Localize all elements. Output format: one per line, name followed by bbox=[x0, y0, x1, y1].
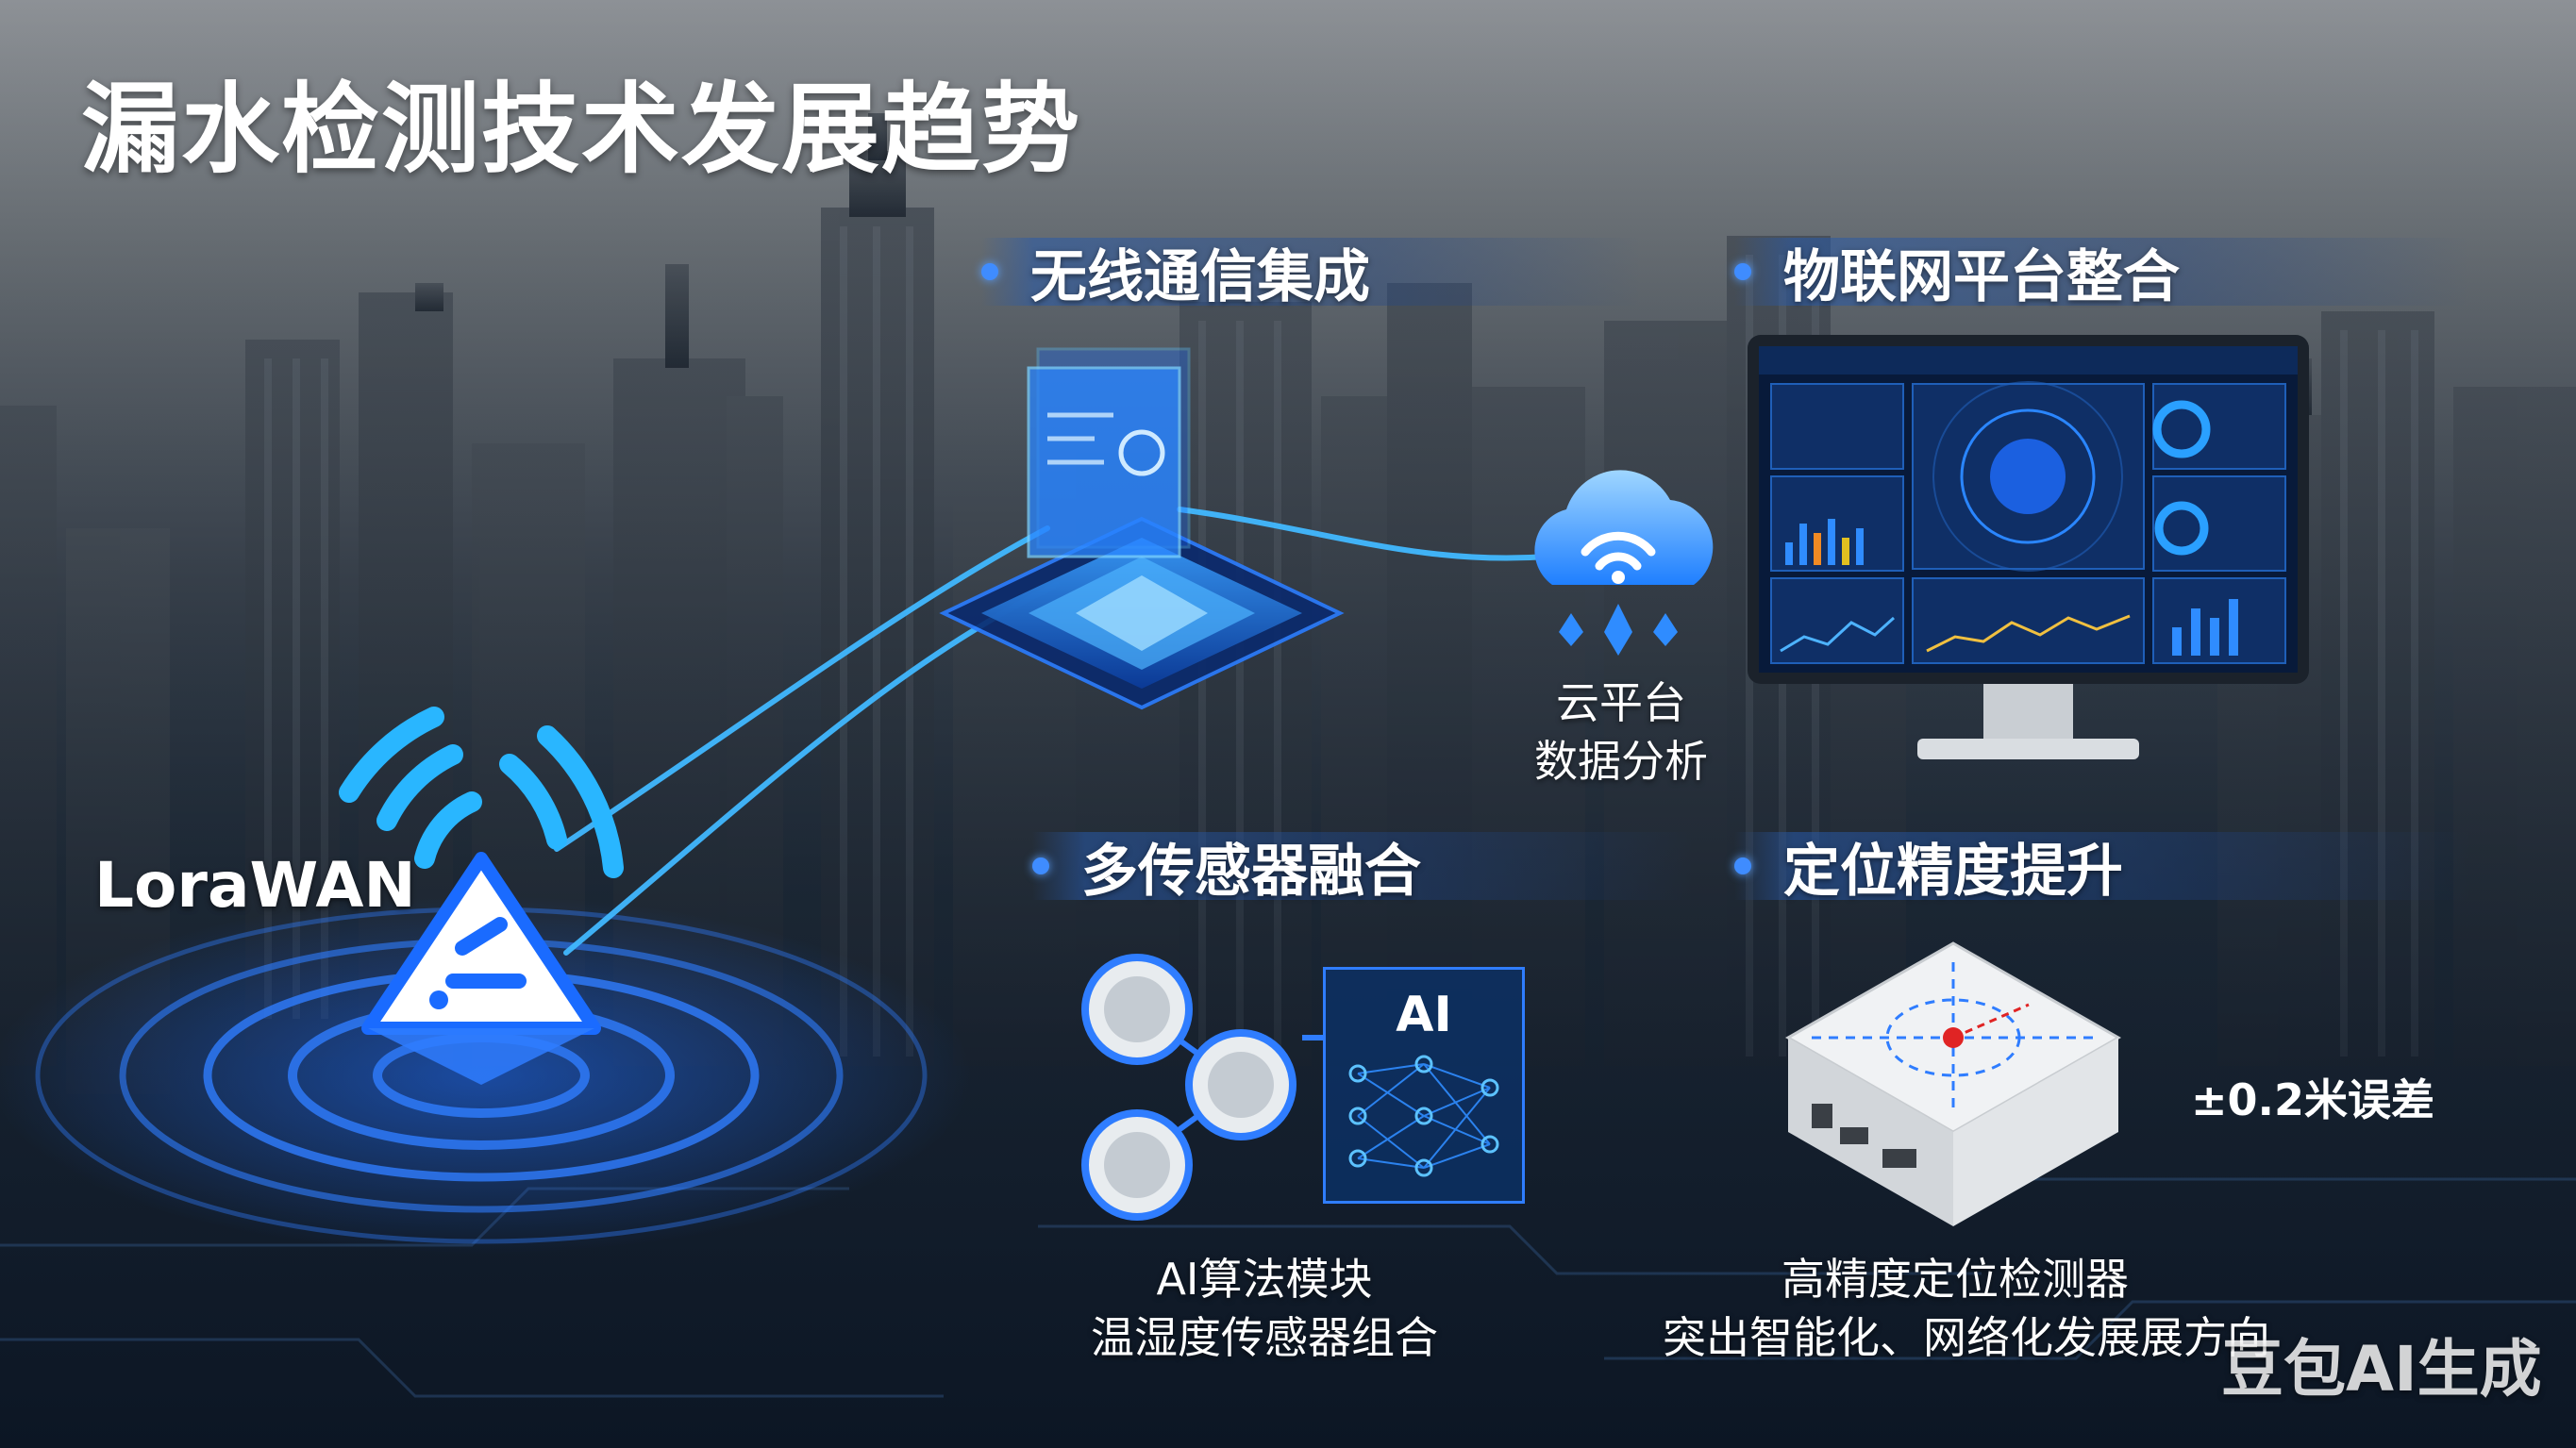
watermark: 豆包AI生成 bbox=[2221, 1333, 2542, 1406]
chip-icon bbox=[939, 347, 1345, 710]
bullet-dot bbox=[981, 263, 998, 280]
cloud-icon bbox=[1534, 470, 1714, 656]
bullet-dot bbox=[1734, 857, 1751, 874]
detector-caption: 高精度定位检测器 突出智能化、网络化发展展方向 bbox=[1663, 1250, 2270, 1367]
detector-box-icon bbox=[1784, 941, 2122, 1226]
bullet-dot bbox=[1032, 857, 1049, 874]
neural-network-icon bbox=[1348, 1055, 1499, 1177]
heading-sensor: 多传感器融合 bbox=[1032, 832, 1693, 905]
cloud-caption-line1: 云平台 bbox=[1556, 677, 1686, 728]
heading-wireless-text: 无线通信集成 bbox=[1030, 243, 1370, 310]
connector-line bbox=[1302, 1035, 1325, 1040]
heading-iot: 物联网平台整合 bbox=[1734, 238, 2470, 310]
ai-module-caption: AI算法模块 温湿度传感器组合 bbox=[1047, 1250, 1481, 1367]
ai-module-box: AI bbox=[1323, 967, 1525, 1204]
monitor-icon bbox=[1748, 335, 2309, 759]
heading-wireless: 无线通信集成 bbox=[981, 238, 1642, 310]
ai-module-caption-line2: 温湿度传感器组合 bbox=[1091, 1312, 1438, 1363]
cloud-caption: 云平台 数据分析 bbox=[1480, 674, 1763, 791]
wifi-signal-icon bbox=[339, 707, 624, 1085]
heading-location: 定位精度提升 bbox=[1734, 832, 2470, 905]
ai-badge-text: AI bbox=[1396, 987, 1452, 1043]
detector-caption-line2: 突出智能化、网络化发展展方向 bbox=[1663, 1312, 2270, 1363]
heading-location-text: 定位精度提升 bbox=[1783, 838, 2123, 905]
lorawan-label: LoraWAN bbox=[94, 849, 416, 922]
accuracy-label: ±0.2米误差 bbox=[2191, 1074, 2435, 1125]
heading-sensor-text: 多传感器融合 bbox=[1081, 838, 1421, 905]
cloud-caption-line2: 数据分析 bbox=[1534, 736, 1708, 787]
ai-module-caption-line1: AI算法模块 bbox=[1156, 1254, 1373, 1305]
page-title: 漏水检测技术发展趋势 bbox=[81, 72, 1082, 187]
bullet-dot bbox=[1734, 263, 1751, 280]
sensor-disc-icon bbox=[1081, 954, 1296, 1221]
heading-iot-text: 物联网平台整合 bbox=[1783, 243, 2180, 310]
detector-caption-line1: 高精度定位检测器 bbox=[1781, 1254, 2129, 1305]
